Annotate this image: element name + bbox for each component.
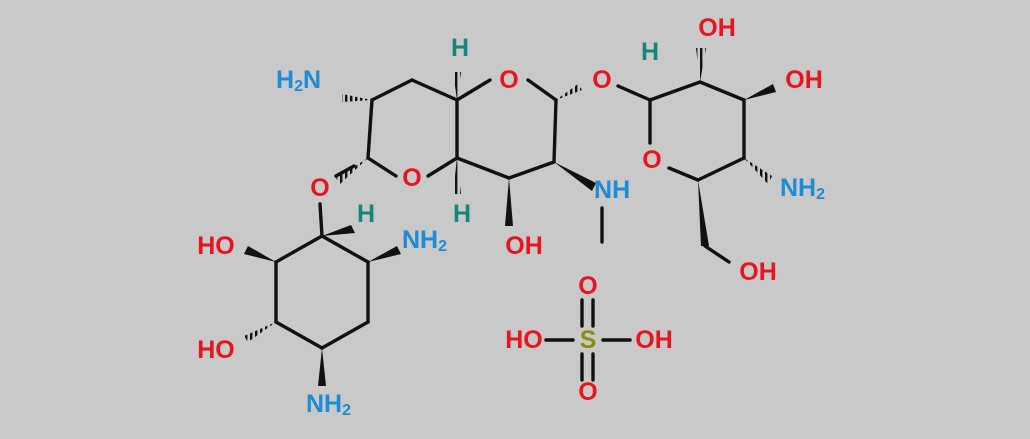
- bond: [455, 156, 511, 180]
- wedge-bond: [744, 84, 776, 100]
- amine-label: NH2: [306, 390, 351, 419]
- amine-symbol: NH: [306, 390, 342, 418]
- oxygen-label: O: [578, 378, 597, 406]
- oxygen-label: O: [499, 66, 518, 94]
- hydroxyl-label: OH: [635, 326, 673, 354]
- subscript: 2: [438, 238, 447, 255]
- hashed-bonds: [244, 48, 772, 342]
- wedge-bonds: [244, 84, 776, 386]
- bond: [703, 244, 731, 264]
- hashed-bond: [453, 72, 461, 100]
- hydroxyl-label: OH: [505, 232, 543, 260]
- bond: [507, 160, 556, 180]
- bond: [318, 202, 324, 238]
- bond: [370, 78, 414, 102]
- sulfur-label: S: [580, 326, 597, 354]
- wedge-bond: [554, 162, 596, 191]
- hydroxyl-label: OH: [739, 258, 777, 286]
- bond: [366, 98, 374, 160]
- oxygen-label: O: [592, 66, 611, 94]
- wedge-bond: [244, 246, 276, 262]
- wedge-bond: [698, 180, 709, 246]
- bond: [526, 78, 558, 102]
- oxygen-label: O: [642, 146, 661, 174]
- amine-label: H2N: [276, 66, 321, 95]
- amine-label: NH2: [402, 226, 447, 255]
- hashed-bond: [244, 322, 276, 342]
- bond: [320, 320, 370, 350]
- nitrogen-symbol: N: [303, 66, 321, 94]
- bond: [455, 78, 492, 102]
- wedge-bond: [368, 246, 401, 262]
- oxygen-label: O: [402, 164, 421, 192]
- hashed-bond: [556, 84, 582, 100]
- wedge-bond: [505, 178, 513, 226]
- hydroxyl-label: HO: [197, 232, 235, 260]
- subscript: 2: [816, 186, 825, 203]
- hydroxyl-label: OH: [785, 66, 823, 94]
- bond: [334, 164, 356, 178]
- hydrogen-symbol: H: [276, 66, 294, 94]
- bond: [648, 80, 702, 102]
- subscript: 2: [342, 402, 351, 419]
- bond-lines: [274, 78, 746, 382]
- bond: [696, 156, 746, 182]
- amine-label: NH2: [780, 174, 825, 203]
- bond: [410, 78, 459, 102]
- subscript: 2: [294, 78, 303, 95]
- oxygen-label: O: [310, 174, 329, 202]
- bond: [667, 166, 700, 182]
- bond: [426, 156, 459, 178]
- bond: [274, 320, 324, 350]
- oxygen-label: O: [578, 272, 597, 300]
- hashed-bond: [744, 158, 772, 184]
- wedge-bond: [318, 348, 326, 386]
- bond: [552, 98, 558, 164]
- hydroxyl-label: HO: [505, 326, 543, 354]
- amine-symbol: NH: [780, 174, 816, 202]
- hydrogen-label: H: [357, 200, 375, 228]
- bond: [274, 234, 324, 264]
- nitrogen-symbol: N: [594, 176, 612, 204]
- hashed-bond: [696, 48, 706, 82]
- hydroxyl-label: OH: [698, 14, 736, 42]
- bond: [320, 234, 370, 264]
- bond: [698, 80, 746, 102]
- hashed-bond: [453, 158, 461, 194]
- wedge-bond: [322, 225, 355, 236]
- methylamine-label: NH: [594, 176, 630, 204]
- amine-symbol: NH: [402, 226, 438, 254]
- hydroxyl-label: HO: [197, 336, 235, 364]
- atom-labels: O O O O O OH OH OH OH HO HO H2N NH2 NH2 …: [197, 14, 825, 419]
- hydrogen-label: H: [641, 38, 659, 66]
- bond: [366, 156, 398, 178]
- hashed-bond: [342, 94, 372, 102]
- hashed-bond: [336, 158, 368, 184]
- hydrogen-label: H: [453, 200, 471, 228]
- bond: [616, 84, 652, 102]
- hydrogen-label: H: [451, 34, 469, 62]
- hydrogen-symbol: H: [612, 176, 630, 204]
